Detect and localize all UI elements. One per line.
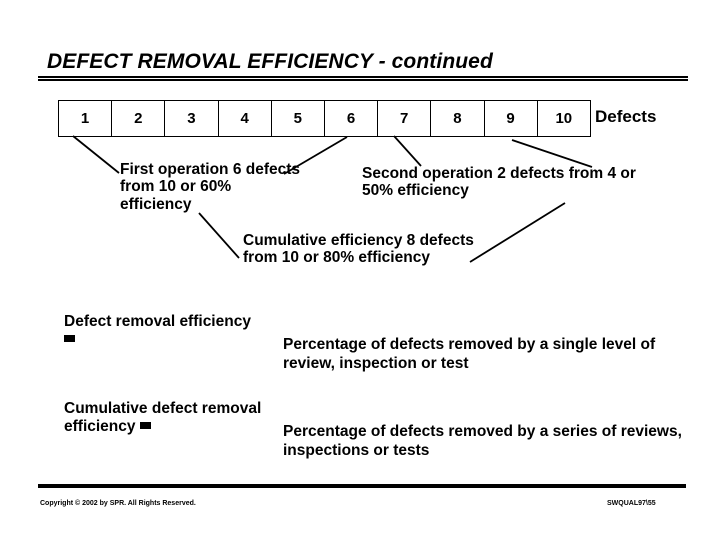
defect-cell-2: 2 <box>111 100 166 137</box>
callout-second-operation: Second operation 2 defects from 4 or 50%… <box>362 165 636 200</box>
footer-copyright: Copyright © 2002 by SPR. All Rights Rese… <box>40 500 196 507</box>
defects-row-label: Defects <box>595 107 657 126</box>
connector-second-to-cumulative <box>469 202 566 263</box>
defect-cell-3: 3 <box>164 100 219 137</box>
connector-first-to-cumulative <box>198 212 240 259</box>
definition-term-text: Cumulative defect removal efficiency <box>64 400 262 435</box>
defect-cell-8: 8 <box>430 100 485 137</box>
connector-cell9-to-second <box>511 139 593 168</box>
connector-cell7-to-second <box>393 135 422 167</box>
connector-cell1-to-first <box>72 135 120 174</box>
defect-cell-1: 1 <box>57 100 113 137</box>
callout-first-operation: First operation 6 defects from 10 or 60%… <box>120 161 301 213</box>
definition-description-cumulative-defect-removal-efficiency: Percentage of defects removed by a serie… <box>283 423 682 459</box>
callout-cumulative-efficiency: Cumulative efficiency 8 defects from 10 … <box>243 232 474 267</box>
equals-square-icon <box>139 421 151 429</box>
definition-term-cumulative-defect-removal-efficiency: Cumulative defect removal efficiency <box>64 400 279 436</box>
footer-document-code: SWQUAL97\55 <box>607 500 656 507</box>
defect-cell-10: 10 <box>536 100 591 137</box>
equals-square-icon <box>64 334 75 342</box>
definition-description-defect-removal-efficiency: Percentage of defects removed by a singl… <box>283 336 656 372</box>
defect-cell-6: 6 <box>323 100 379 137</box>
title-divider <box>38 76 688 81</box>
defect-cell-7: 7 <box>377 100 432 137</box>
defect-cell-9: 9 <box>483 100 538 137</box>
defect-cell-4: 4 <box>217 100 272 137</box>
table-row: 1 2 3 4 5 6 7 8 9 10 <box>57 100 591 137</box>
footer-divider <box>38 484 686 488</box>
definition-term-text: Defect removal efficiency <box>64 313 251 330</box>
defect-cell-5: 5 <box>270 100 325 137</box>
definition-term-defect-removal-efficiency: Defect removal efficiency <box>64 313 264 349</box>
page-title: DEFECT REMOVAL EFFICIENCY - continued <box>47 50 493 73</box>
defect-cells-table: 1 2 3 4 5 6 7 8 9 10 <box>57 100 591 137</box>
